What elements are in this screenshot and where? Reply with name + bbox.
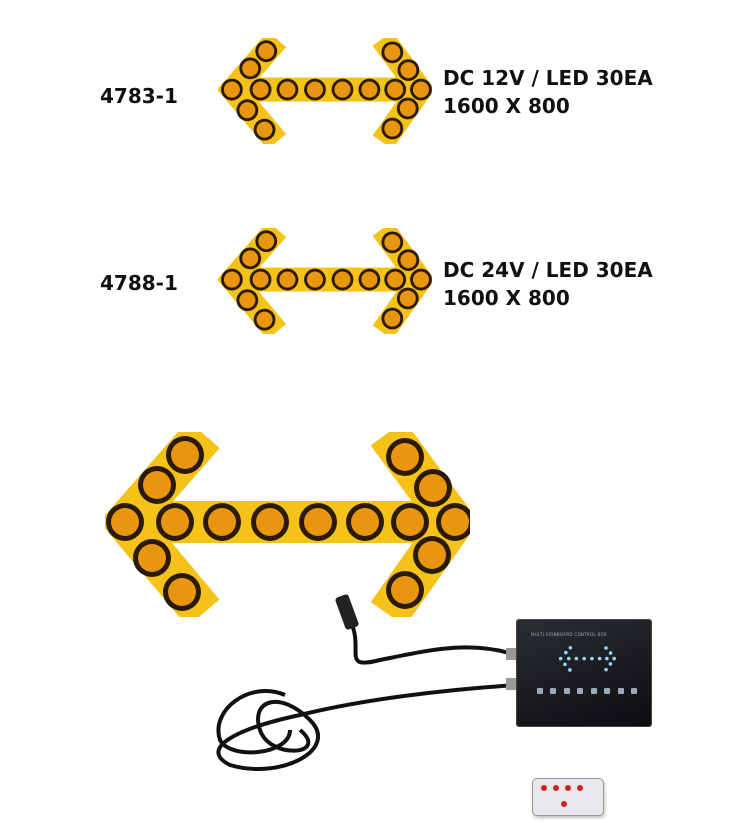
led-lamp [384,44,401,61]
led-lamp [399,290,416,307]
arrow-sign-image-4783-1 [218,38,432,144]
led-lamp [400,62,417,79]
indicator-dot [605,656,609,661]
product-spec-4783-1: DC 12V / LED 30EA 1600 X 800 [443,64,653,120]
control-box-buttons [537,688,637,696]
led-lamp [334,271,351,288]
indicator-dot [558,656,563,661]
led-lamp [391,443,419,471]
indicator-dot [564,650,568,655]
indicator-dot [608,662,613,666]
led-lamp [239,292,256,309]
control-box-arrow-display [558,645,616,672]
led-lamp [239,102,256,119]
led-lamp [399,100,416,117]
led-lamp [334,81,351,98]
led-lamp [161,508,189,536]
led-lamp [252,271,269,288]
spec-voltage-led: DC 12V / LED 30EA [443,66,653,90]
led-lamp [242,60,259,77]
indicator-dot [574,656,579,661]
product-model-4788-1: 4788-1 [100,271,178,295]
led-lamp [223,271,240,288]
remote-control-image [532,778,604,816]
product-spec-4788-1: DC 24V / LED 30EA 1600 X 800 [443,256,653,312]
led-lamp [256,311,273,328]
spec-voltage-led: DC 24V / LED 30EA [443,258,653,282]
led-lamp [441,508,469,536]
control-box-title: MULTI-SIGNBOARD CONTROL BOX [531,632,607,637]
indicator-dot [590,656,594,661]
indicator-dot [604,646,608,650]
indicator-dot [612,656,616,661]
led-lamp [396,508,424,536]
indicator-dot [608,651,613,655]
indicator-dot [568,645,573,650]
led-lamp [138,544,166,572]
led-lamp [242,250,259,267]
led-lamp [384,234,401,251]
spec-size: 1600 X 800 [443,94,570,118]
led-lamp [306,271,323,288]
led-lamp [412,271,429,288]
indicator-dot [568,668,572,672]
led-lamp [256,121,273,138]
led-lamp [171,441,199,469]
control-box-image: MULTI-SIGNBOARD CONTROL BOX [516,619,652,727]
indicator-dot [566,656,571,661]
led-lamp [384,310,401,327]
led-lamp [391,576,419,604]
led-lamp [279,271,296,288]
spec-size: 1600 X 800 [443,286,570,310]
led-lamp [256,508,284,536]
indicator-dot [563,662,567,667]
led-lamp [304,508,332,536]
led-lamp [412,81,429,98]
led-lamp [418,541,446,569]
led-lamp [258,233,275,250]
led-lamp [400,252,417,269]
led-lamp [384,120,401,137]
led-lamp [208,508,236,536]
led-lamp [223,81,240,98]
led-lamp [252,81,269,98]
led-lamp [419,474,447,502]
led-lamp [387,81,404,98]
led-lamp [168,578,196,606]
product-model-4783-1: 4783-1 [100,84,178,108]
led-lamp [387,271,404,288]
power-cable-image [216,594,518,771]
led-lamp [361,271,378,288]
arrow-sign-image-4788-1 [218,228,432,334]
led-lamp [279,81,296,98]
led-lamp [361,81,378,98]
indicator-dot [597,656,602,661]
arrow-sign-large-image [105,432,470,617]
led-lamp [111,508,139,536]
led-lamp [143,471,171,499]
indicator-dot [604,667,608,672]
led-lamp [258,43,275,60]
indicator-dot [582,656,586,661]
led-lamp [306,81,323,98]
led-lamp [351,508,379,536]
